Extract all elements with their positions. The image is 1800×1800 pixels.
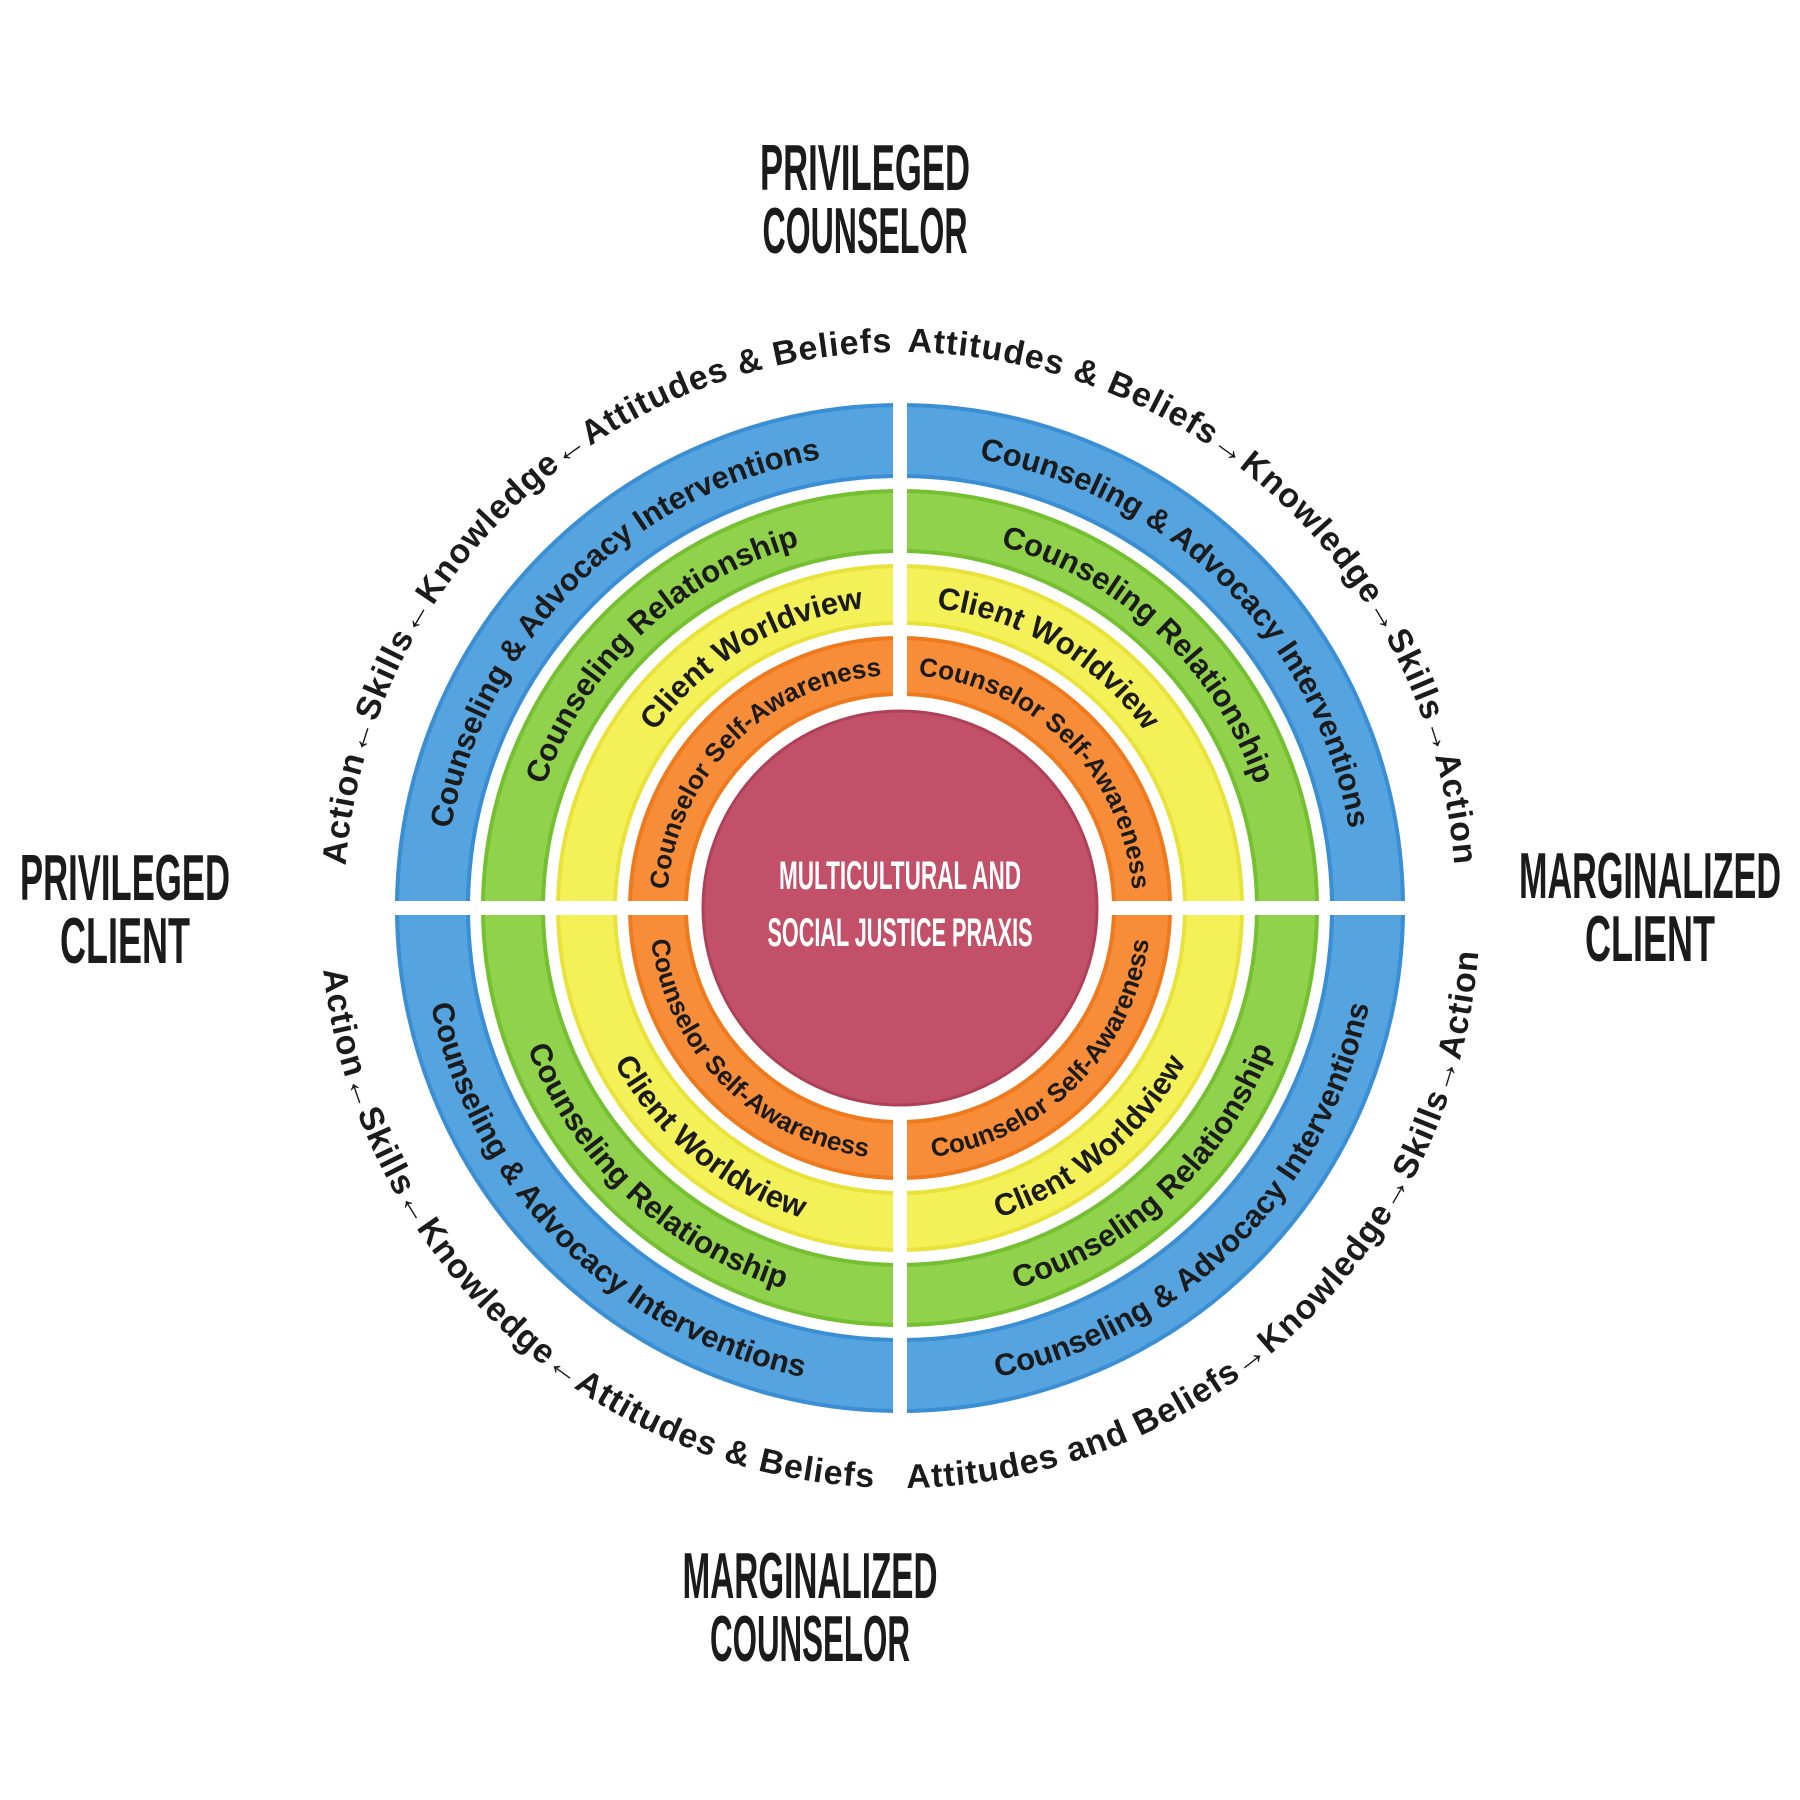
center-text-line1: MULTICULTURAL AND (779, 854, 1021, 898)
center-praxis-circle (701, 709, 1099, 1107)
center-text: MULTICULTURAL AND SOCIAL JUSTICE PRAXIS (768, 854, 1033, 955)
quadrant-label-right-line1: MARGINALIZED (1519, 839, 1781, 912)
quadrant-label-top-line1: PRIVILEGED (760, 131, 970, 204)
center-text-line2: SOCIAL JUSTICE PRAXIS (768, 911, 1033, 955)
quadrant-label-left-line2: CLIENT (60, 904, 190, 977)
quadrant-dividers (390, 395, 1414, 1421)
quadrant-label-bottom-line1: MARGINALIZED (683, 1539, 938, 1612)
quadrant-label-top-line2: COUNSELOR (763, 194, 968, 267)
divider-top (893, 395, 907, 703)
divider-bottom (893, 1113, 907, 1421)
divider-right (1104, 901, 1414, 915)
quadrant-label-bottom-line2: COUNSELOR (710, 1602, 910, 1675)
quadrant-label-left-line1: PRIVILEGED (20, 841, 230, 914)
divider-left (390, 901, 696, 915)
quadrant-label-right-line2: CLIENT (1585, 902, 1715, 975)
